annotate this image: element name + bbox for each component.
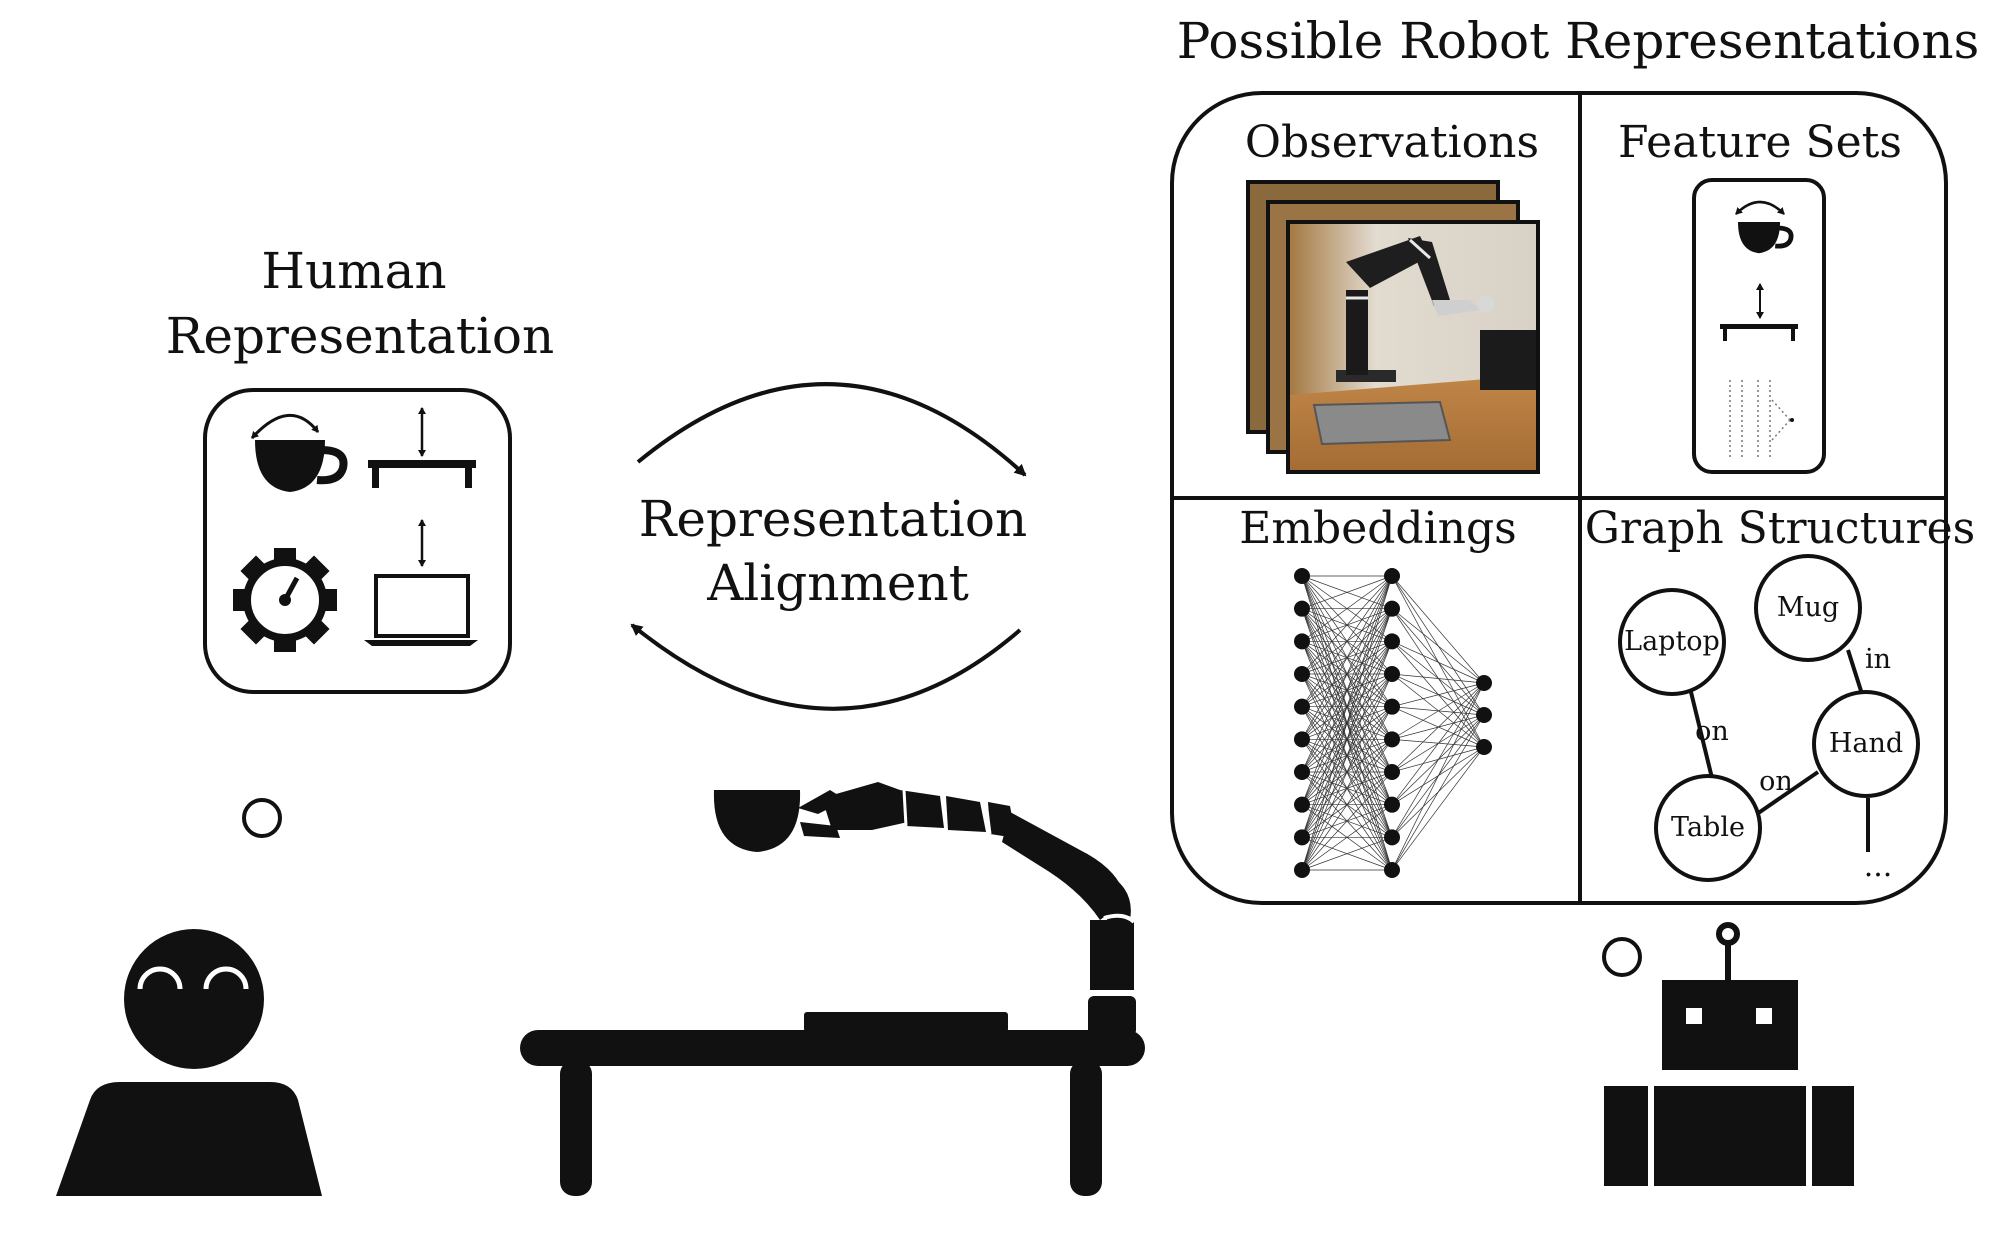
network-neuron <box>1476 707 1492 723</box>
network-connection <box>1301 641 1393 871</box>
graph-node-label-mug: Mug <box>1777 592 1839 623</box>
network-connection <box>1301 575 1393 805</box>
panel-label-embeddings: Embeddings <box>1239 503 1517 554</box>
network-neuron <box>1294 698 1310 715</box>
network-neuron <box>1384 698 1400 715</box>
table-illustration <box>520 1012 1145 1196</box>
network-connection <box>1301 739 1393 871</box>
network-neuron <box>1294 568 1310 584</box>
graph-node-hand <box>1812 690 1920 798</box>
network-connection <box>1301 771 1393 871</box>
network-connection <box>1301 575 1393 675</box>
network-neuron <box>1384 731 1400 748</box>
network-neuron <box>1384 764 1400 780</box>
graph-node-label-laptop: Laptop <box>1624 626 1720 657</box>
network-neuron <box>1384 862 1400 878</box>
alignment-arrow-top <box>636 382 1027 477</box>
mug-rotate-icon <box>250 414 344 492</box>
human-thought-dot <box>242 798 282 838</box>
human-title-line1: Human <box>261 242 446 300</box>
human-title-line2: Representation <box>166 307 554 365</box>
network-connection <box>1391 682 1485 805</box>
network-neuron <box>1476 739 1492 755</box>
network-neuron <box>1384 796 1400 813</box>
feature-set-card <box>1692 178 1826 474</box>
graph-node-laptop <box>1618 588 1726 696</box>
network-neuron <box>1294 633 1310 650</box>
table-height-icon <box>368 407 476 488</box>
network-connection <box>1391 682 1485 708</box>
network-connection <box>1301 706 1393 871</box>
laptop-distance-icon <box>364 519 478 646</box>
network-connection <box>1391 682 1485 871</box>
network-connection <box>1301 575 1393 740</box>
panel-label-graph-structures: Graph Structures <box>1585 503 1975 554</box>
network-connection <box>1391 682 1485 773</box>
network-neuron <box>1294 666 1310 682</box>
graph-edge-label-laptop-table: on <box>1695 716 1729 747</box>
network-neuron <box>1384 829 1400 846</box>
network-connection <box>1301 575 1393 642</box>
network-connection <box>1301 608 1393 871</box>
alignment-title-line1: Representation <box>639 490 1027 548</box>
network-connection <box>1391 682 1485 740</box>
network-neuron <box>1294 764 1310 780</box>
graph-node-mug <box>1754 554 1862 662</box>
network-connection <box>1301 575 1393 773</box>
network-connection <box>1301 804 1393 871</box>
graph-node-label-table: Table <box>1671 812 1745 843</box>
robot-photo <box>1286 220 1540 474</box>
panel-label-feature-sets: Feature Sets <box>1618 117 1902 168</box>
embedding-network <box>1294 568 1492 878</box>
human-thought-bubble <box>203 388 512 694</box>
edge-laptop-table <box>1688 687 1714 779</box>
speed-gear-icon <box>233 548 337 652</box>
network-neuron <box>1384 666 1400 682</box>
network-connection <box>1391 608 1485 684</box>
graph-node-label-hand: Hand <box>1829 728 1903 759</box>
edge-mug-hand <box>1846 649 1864 695</box>
network-connection <box>1391 673 1485 684</box>
alignment-title-line2: Alignment <box>706 554 969 612</box>
network-connection <box>1301 575 1393 609</box>
graph-ellipsis: ... <box>1864 849 1893 884</box>
network-connection <box>1301 673 1393 871</box>
network-connection <box>1391 746 1485 871</box>
scene-graph: Laptop Mug Hand Table on in on ... <box>1618 554 1920 884</box>
network-connection <box>1391 575 1485 684</box>
network-neuron <box>1294 600 1310 617</box>
panel-label-observations: Observations <box>1245 117 1539 168</box>
alignment-arrow-bottom <box>630 623 1022 711</box>
network-neuron <box>1294 796 1310 813</box>
network-neuron <box>1384 600 1400 617</box>
network-connection <box>1301 837 1393 871</box>
network-neuron <box>1384 568 1400 584</box>
robot-representations-title: Possible Robot Representations <box>1177 12 1980 70</box>
observation-image-stack <box>1246 180 1540 474</box>
graph-edge-label-table-hand: on <box>1759 766 1793 797</box>
network-neuron <box>1384 633 1400 650</box>
network-connection <box>1301 575 1393 707</box>
network-neuron <box>1476 675 1492 691</box>
network-connection <box>1391 682 1485 838</box>
network-connection <box>1301 575 1393 838</box>
robot-arm-illustration <box>713 782 1136 1036</box>
network-connection <box>1391 714 1485 871</box>
network-neuron <box>1294 829 1310 846</box>
robot-figure <box>1604 922 1854 1186</box>
edge-table-hand <box>1752 770 1820 818</box>
graph-node-table <box>1654 774 1762 882</box>
network-neuron <box>1294 862 1310 878</box>
graph-edge-label-mug-hand: in <box>1865 644 1891 675</box>
robot-thought-dot <box>1602 937 1642 977</box>
network-neuron <box>1294 731 1310 748</box>
network-connection <box>1391 641 1485 684</box>
network-connection <box>1301 575 1393 871</box>
human-figure <box>56 929 322 1196</box>
